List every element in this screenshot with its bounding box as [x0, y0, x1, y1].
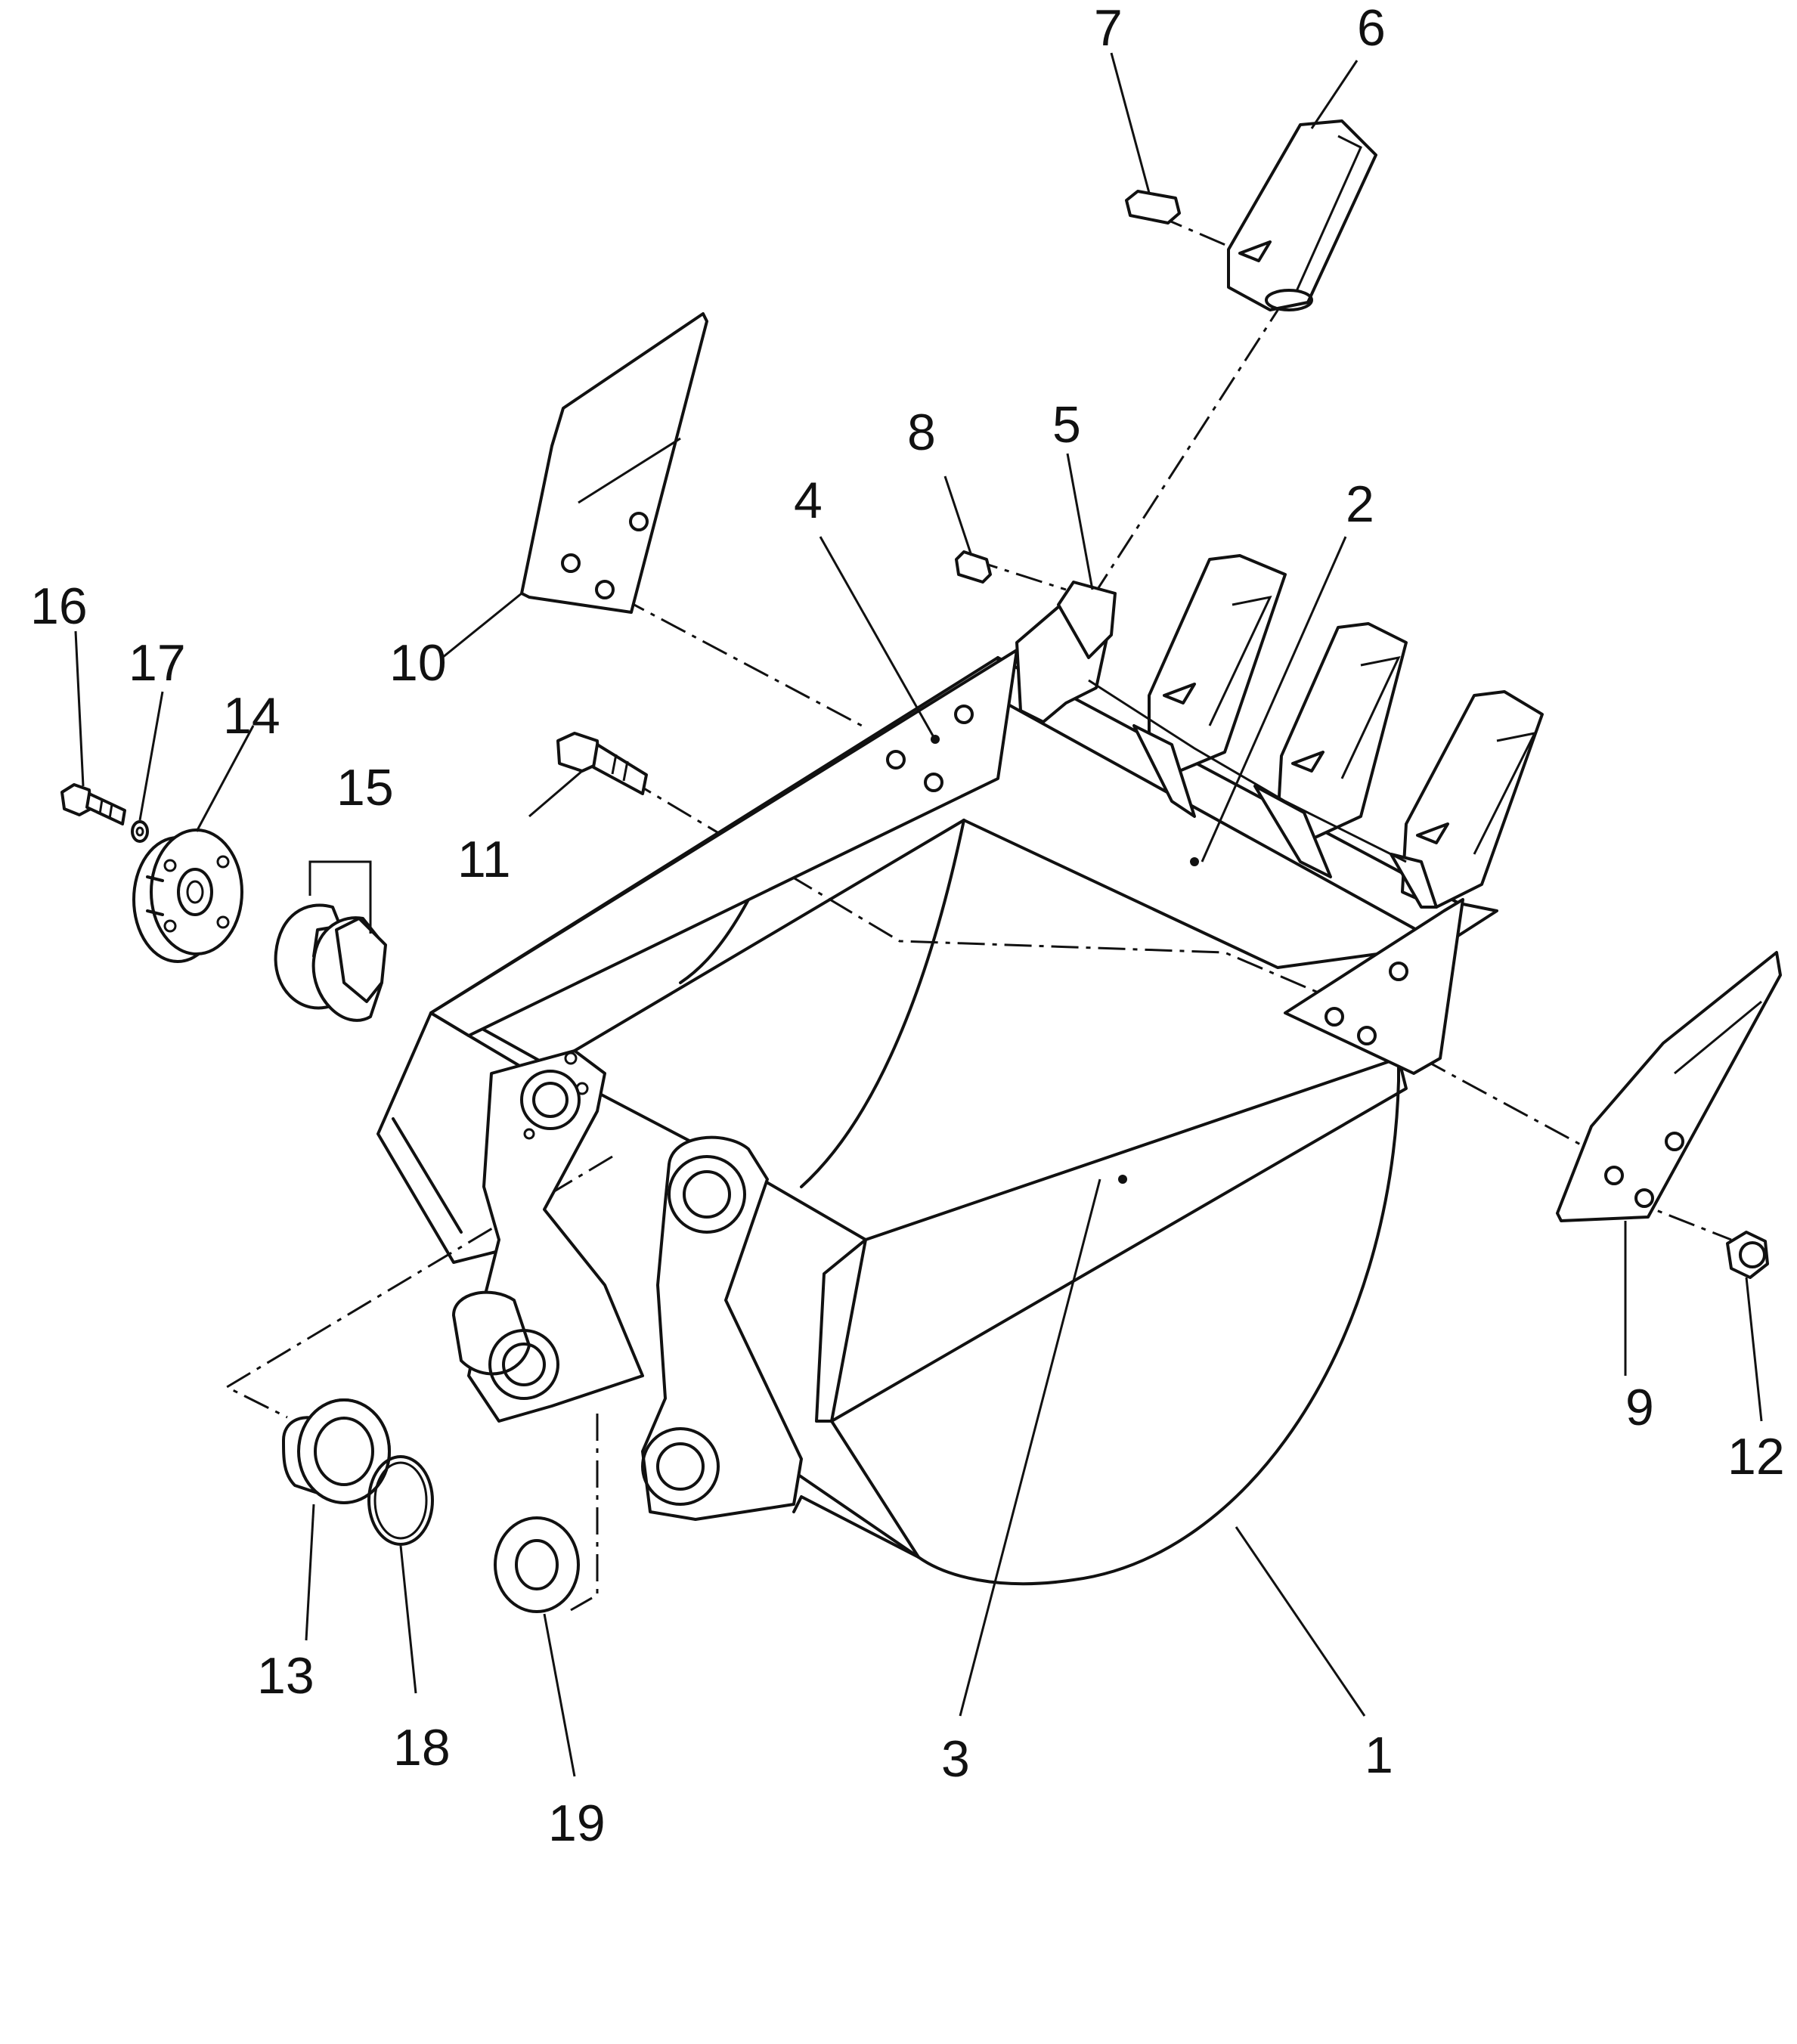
leader-lines: [74, 52, 1763, 1777]
bucket-body: [376, 656, 1498, 1586]
bolt-11: [556, 732, 648, 795]
callout-10: 10: [389, 634, 447, 692]
shim-19: [494, 1516, 580, 1613]
side-plate-left: [429, 649, 1018, 1037]
side-cutter-right: [1556, 951, 1782, 1222]
callout-12: 12: [1727, 1428, 1785, 1485]
shims-15: [274, 860, 387, 1022]
tooth-pin: [1125, 190, 1181, 225]
callout-5: 5: [1052, 396, 1081, 454]
callout-9: 9: [1625, 1379, 1654, 1436]
callout-16: 16: [30, 578, 88, 635]
callout-15: 15: [336, 759, 394, 816]
callout-18: 18: [393, 1719, 451, 1776]
assembly-lines: [224, 214, 1732, 1612]
tooth: [1227, 119, 1377, 311]
callout-6: 6: [1357, 0, 1386, 57]
callout-11: 11: [457, 831, 511, 888]
o-ring-18: [367, 1455, 434, 1546]
callout-8: 8: [907, 404, 936, 461]
bushing-13: [282, 1398, 391, 1504]
washer-17: [131, 820, 149, 843]
side-cutter-left: [520, 312, 708, 614]
callout-13: 13: [257, 1647, 314, 1705]
callout-1: 1: [1365, 1727, 1393, 1784]
callout-4: 4: [794, 472, 823, 529]
side-plate-right: [1284, 898, 1464, 1075]
callout-7: 7: [1094, 0, 1123, 57]
end-plate-14: [132, 828, 243, 963]
lock: [955, 550, 992, 584]
cutting-edge-with-adapters: [1015, 554, 1544, 909]
nut-12: [1726, 1231, 1769, 1279]
callout-3: 3: [941, 1730, 970, 1788]
callout-labels: 1 2 3 4 5 6 7 8 9 10 11 12 13 14 15 16 1…: [30, 0, 1785, 1852]
callout-2: 2: [1346, 475, 1374, 533]
callout-19: 19: [548, 1795, 606, 1852]
callout-17: 17: [129, 634, 186, 692]
callout-14: 14: [223, 687, 280, 745]
bolt-16: [60, 783, 126, 825]
